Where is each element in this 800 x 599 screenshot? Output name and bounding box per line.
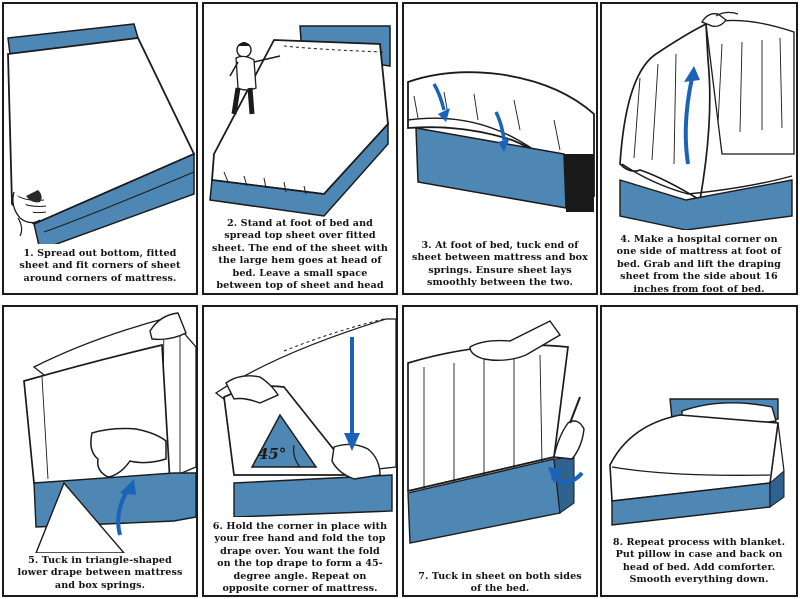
angle-label: 45° bbox=[258, 445, 286, 463]
step-4-caption: 4. Make a hospital corner on one side of… bbox=[616, 234, 782, 295]
step-panel-3: 3. At foot of bed, tuck end of sheet bet… bbox=[402, 2, 598, 295]
step-panel-6: 45° 6. Hold the corner in place with you… bbox=[202, 305, 398, 597]
step-panel-5: 5. Tuck in triangle-shaped lower drape b… bbox=[2, 305, 198, 597]
step-7-caption: 7. Tuck in sheet on both sides of the be… bbox=[418, 571, 582, 595]
step-6-illustration: 45° bbox=[214, 318, 396, 517]
step-3-caption: 3. At foot of bed, tuck end of sheet bet… bbox=[412, 240, 588, 289]
step-5-illustration bbox=[23, 312, 196, 553]
step-4-illustration bbox=[619, 11, 795, 230]
step-8-illustration bbox=[609, 398, 785, 526]
step-1-illustration bbox=[7, 23, 196, 244]
step-panel-2: 2. Stand at foot of bed and spread top s… bbox=[202, 2, 398, 295]
step-2-caption: 2. Stand at foot of bed and spread top s… bbox=[212, 218, 388, 293]
step-panel-7: 7. Tuck in sheet on both sides of the be… bbox=[402, 305, 598, 597]
step-panel-8: 8. Repeat process with blanket. Put pill… bbox=[600, 305, 798, 597]
step-panel-1: 1. Spread out bottom, fitted sheet and f… bbox=[2, 2, 198, 295]
step-3-illustration bbox=[407, 71, 595, 212]
step-5-caption: 5. Tuck in triangle-shaped lower drape b… bbox=[17, 555, 183, 591]
step-2-illustration bbox=[209, 25, 391, 217]
step-1-caption: 1. Spread out bottom, fitted sheet and f… bbox=[19, 248, 181, 284]
step-panel-4: 4. Make a hospital corner on one side of… bbox=[600, 2, 798, 295]
step-6-caption: 6. Hold the corner in place with your fr… bbox=[212, 521, 388, 595]
step-7-illustration bbox=[407, 320, 585, 544]
step-8-caption: 8. Repeat process with blanket. Put pill… bbox=[612, 537, 786, 586]
